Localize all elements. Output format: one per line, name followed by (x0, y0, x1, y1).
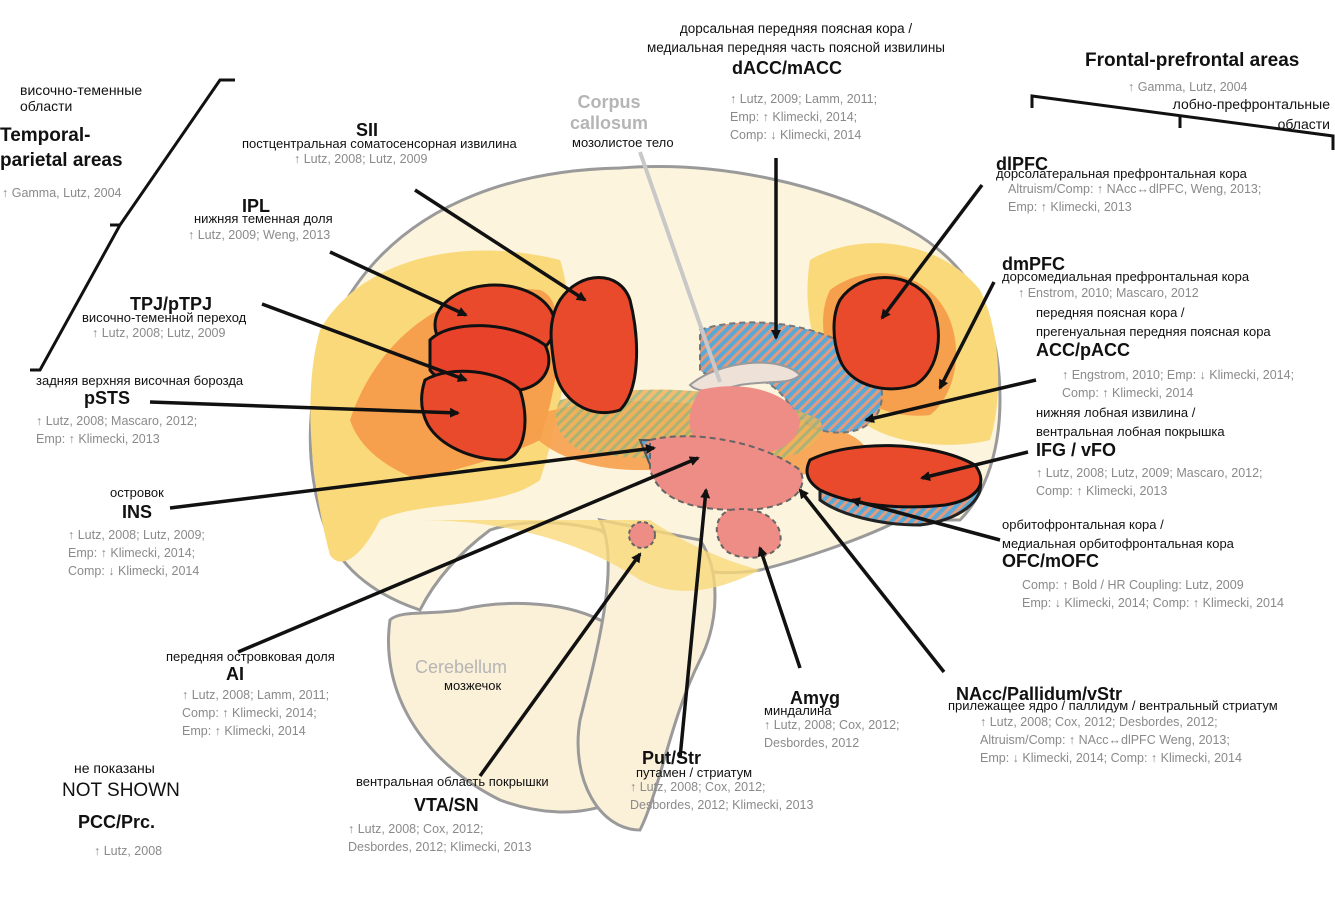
vta-title: VTA/SN (414, 795, 479, 815)
tpj-title: TPJ/pTPJ (130, 294, 213, 314)
ipl-ru: нижняя теменная доля (194, 211, 333, 226)
sii-red (549, 276, 638, 415)
ofc-ru: орбитофронтальная кора / медиальная орби… (1002, 517, 1234, 551)
amyg-title: Amyg (790, 688, 841, 708)
amyg-arrow (757, 546, 802, 669)
not-shown-ru: не показаны (74, 760, 155, 776)
put-arrow (678, 488, 711, 759)
ifg-title: IFG / vFO (1036, 440, 1117, 460)
tpj-cite: ↑ Lutz, 2008; Lutz, 2009 (92, 326, 226, 340)
ai-cite: ↑ Lutz, 2008; Lamm, 2011; Comp: ↑ Klimec… (182, 688, 330, 739)
psts-title: pSTS (84, 388, 131, 408)
frontal-bracket (1030, 94, 1335, 150)
dlpfc-title: dlPFC (996, 154, 1048, 174)
ins-arrow (169, 444, 656, 510)
put-title: Put/Str (642, 748, 702, 768)
corpus-callosum-label: Corpus callosum (570, 92, 649, 133)
striatum-pink (649, 435, 804, 512)
sii-cite: ↑ Lutz, 2008; Lutz, 2009 (294, 152, 428, 166)
ai-ru: передняя островковая доля (166, 649, 335, 664)
nacc-cite: ↑ Lutz, 2008; Cox, 2012; Desbordes, 2012… (980, 715, 1242, 766)
frontal-title: Frontal-prefrontal areas (1085, 50, 1300, 71)
psts-ru: задняя верхняя височная борозда (36, 373, 244, 388)
brainstem-shape (576, 517, 717, 832)
ins-cite: ↑ Lutz, 2008; Lutz, 2009; Emp: ↑ Klimeck… (68, 528, 205, 579)
dlpfc-red (832, 276, 940, 391)
ai-title: AI (226, 664, 244, 684)
sii-title: SII (356, 120, 379, 140)
ofc-title: OFC/mOFC (1002, 551, 1099, 571)
medial-yellow-area (420, 520, 760, 591)
acc-cite: ↑ Engstrom, 2010; Emp: ↓ Klimecki, 2014;… (1062, 368, 1295, 401)
vta-pink (628, 521, 656, 549)
dlpfc-cite: Altruism/Comp: ↑ NAcc↔dlPFC, Weng, 2013;… (1008, 182, 1262, 215)
put-cite: ↑ Lutz, 2008; Cox, 2012; Desbordes, 2012… (630, 780, 814, 813)
dlpfc-ru: дорсолатеральная префронтальная кора (996, 166, 1247, 181)
vta-ru: вентральная область покрышки (356, 774, 549, 789)
dlpfc-arrow (880, 183, 984, 320)
corpus-callosum-ru: мозолистое тело (572, 135, 674, 150)
amyg-cite: ↑ Lutz, 2008; Cox, 2012; Desbordes, 2012 (764, 718, 900, 751)
ipl-arrow (329, 250, 468, 317)
nacc-arrow (798, 488, 946, 674)
psts-red (420, 369, 527, 462)
acc-title: ACC/pACC (1036, 340, 1130, 360)
vta-arrow (478, 552, 642, 778)
ai-arrow (237, 456, 700, 654)
ins-ru: островок (110, 485, 164, 500)
ifg-cite: ↑ Lutz, 2008; Lutz, 2009; Mascaro, 2012;… (1036, 466, 1263, 499)
corpus-callosum-leader (638, 151, 722, 383)
ifg-ru: нижняя лобная извилина / вентральная лоб… (1036, 405, 1225, 439)
nacc-ru: прилежащее ядро / паллидум / вентральный… (948, 698, 1278, 713)
not-shown-region: PCC/Prc. (78, 812, 156, 832)
acc-ru: передняя поясная кора / прегенуальная пе… (1036, 305, 1271, 339)
put-ru: путамен / стриатум (636, 765, 753, 780)
tpj-arrow (261, 302, 468, 382)
dmpfc-cite: ↑ Enstrom, 2010; Mascaro, 2012 (1018, 286, 1199, 300)
temporal-parietal-cite: ↑ Gamma, Lutz, 2004 (2, 186, 122, 200)
nacc-title: NAcc/Pallidum/vStr (956, 684, 1123, 704)
acc-arrow (864, 378, 1037, 424)
cerebellum-label: Cerebellum (415, 657, 508, 677)
frontal-ru: лобно-префронтальные области (1172, 96, 1330, 133)
ofc-arrow (850, 497, 1001, 542)
frontal-cite: ↑ Gamma, Lutz, 2004 (1128, 80, 1248, 94)
ifg-red (805, 444, 983, 509)
vta-cite: ↑ Lutz, 2008; Cox, 2012; Desbordes, 2012… (348, 822, 532, 855)
dacc-cite: ↑ Lutz, 2009; Lamm, 2011; Emp: ↑ Klimeck… (730, 92, 878, 143)
amyg-ru: миндалина (764, 703, 832, 718)
ins-title: INS (122, 502, 153, 522)
tpj-ru: височно-теменной переход (82, 310, 247, 325)
dacc-title: dACC/mACC (732, 58, 842, 78)
psts-arrow (149, 400, 460, 418)
not-shown-label: NOT SHOWN (62, 780, 180, 801)
not-shown-cite: ↑ Lutz, 2008 (94, 844, 163, 858)
sii-ru: постцентральная соматосенсорная извилина (242, 136, 517, 151)
ipl-cite: ↑ Lutz, 2009; Weng, 2013 (188, 228, 331, 242)
temporal-parietal-title: Temporal- parietal areas (0, 125, 123, 171)
dmpfc-title: dmPFC (1002, 254, 1065, 274)
cerebellum-ru: мозжечок (444, 678, 502, 693)
temporal-bracket (30, 78, 235, 372)
ipl-title: IPL (242, 196, 271, 216)
sii-arrow (414, 188, 587, 302)
temporal-parietal-ru: височно-теменные области (20, 82, 143, 115)
ifg-arrow (920, 450, 1029, 481)
dmpfc-arrow (938, 281, 996, 390)
ofc-cite: Comp: ↑ Bold / HR Coupling: Lutz, 2009 E… (1022, 578, 1284, 611)
dmpfc-ru: дорсомедиальная префронтальная кора (1002, 269, 1250, 284)
dacc-ru: дорсальная передняя поясная кора / медиа… (646, 21, 945, 55)
psts-cite: ↑ Lutz, 2008; Mascaro, 2012; Emp: ↑ Klim… (36, 414, 198, 447)
